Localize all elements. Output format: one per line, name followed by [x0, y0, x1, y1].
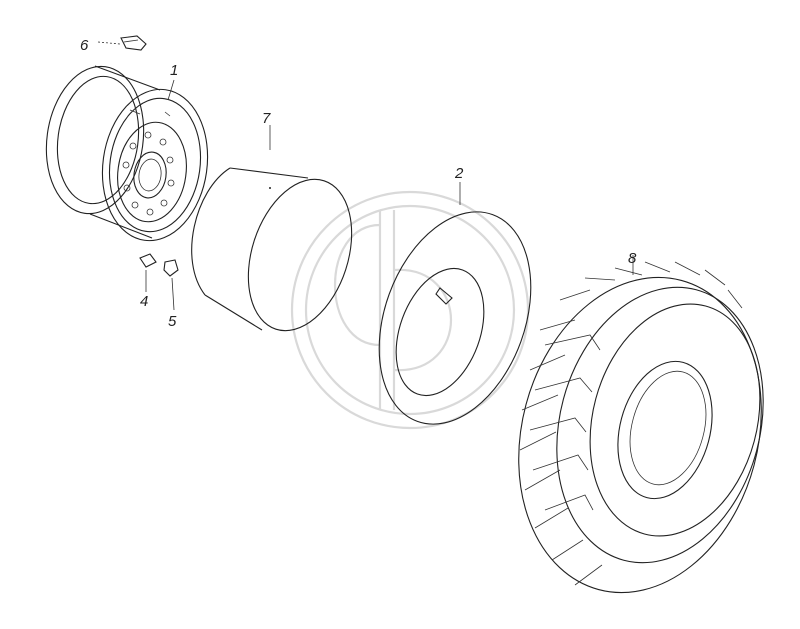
callout-4-text: 4: [140, 293, 148, 310]
watermark-logo: [290, 190, 530, 430]
part-4-fitting: [139, 253, 157, 292]
callout-5-text: 5: [168, 313, 177, 330]
callout-1-text: 1: [170, 62, 178, 79]
callout-6: 6: [80, 37, 89, 54]
part-7-flap: [191, 125, 353, 332]
callout-4: 4: [140, 293, 148, 310]
part-8-tire: [518, 255, 764, 594]
callout-1: 1: [167, 62, 178, 101]
part-1-wheel-rim: [45, 65, 209, 242]
callout-8-text: 8: [628, 250, 637, 267]
callout-6-text: 6: [80, 37, 89, 54]
callout-8: 8: [628, 250, 637, 267]
part-6-clip: [97, 35, 147, 51]
callout-2-text: 2: [454, 165, 464, 182]
callout-7-text: 7: [262, 110, 271, 127]
callout-2: 2: [454, 165, 464, 182]
callout-7: 7: [262, 110, 271, 127]
part-2-inner-tube: [378, 182, 532, 425]
part-5-fitting: [163, 259, 179, 311]
callout-5: 5: [168, 313, 177, 330]
